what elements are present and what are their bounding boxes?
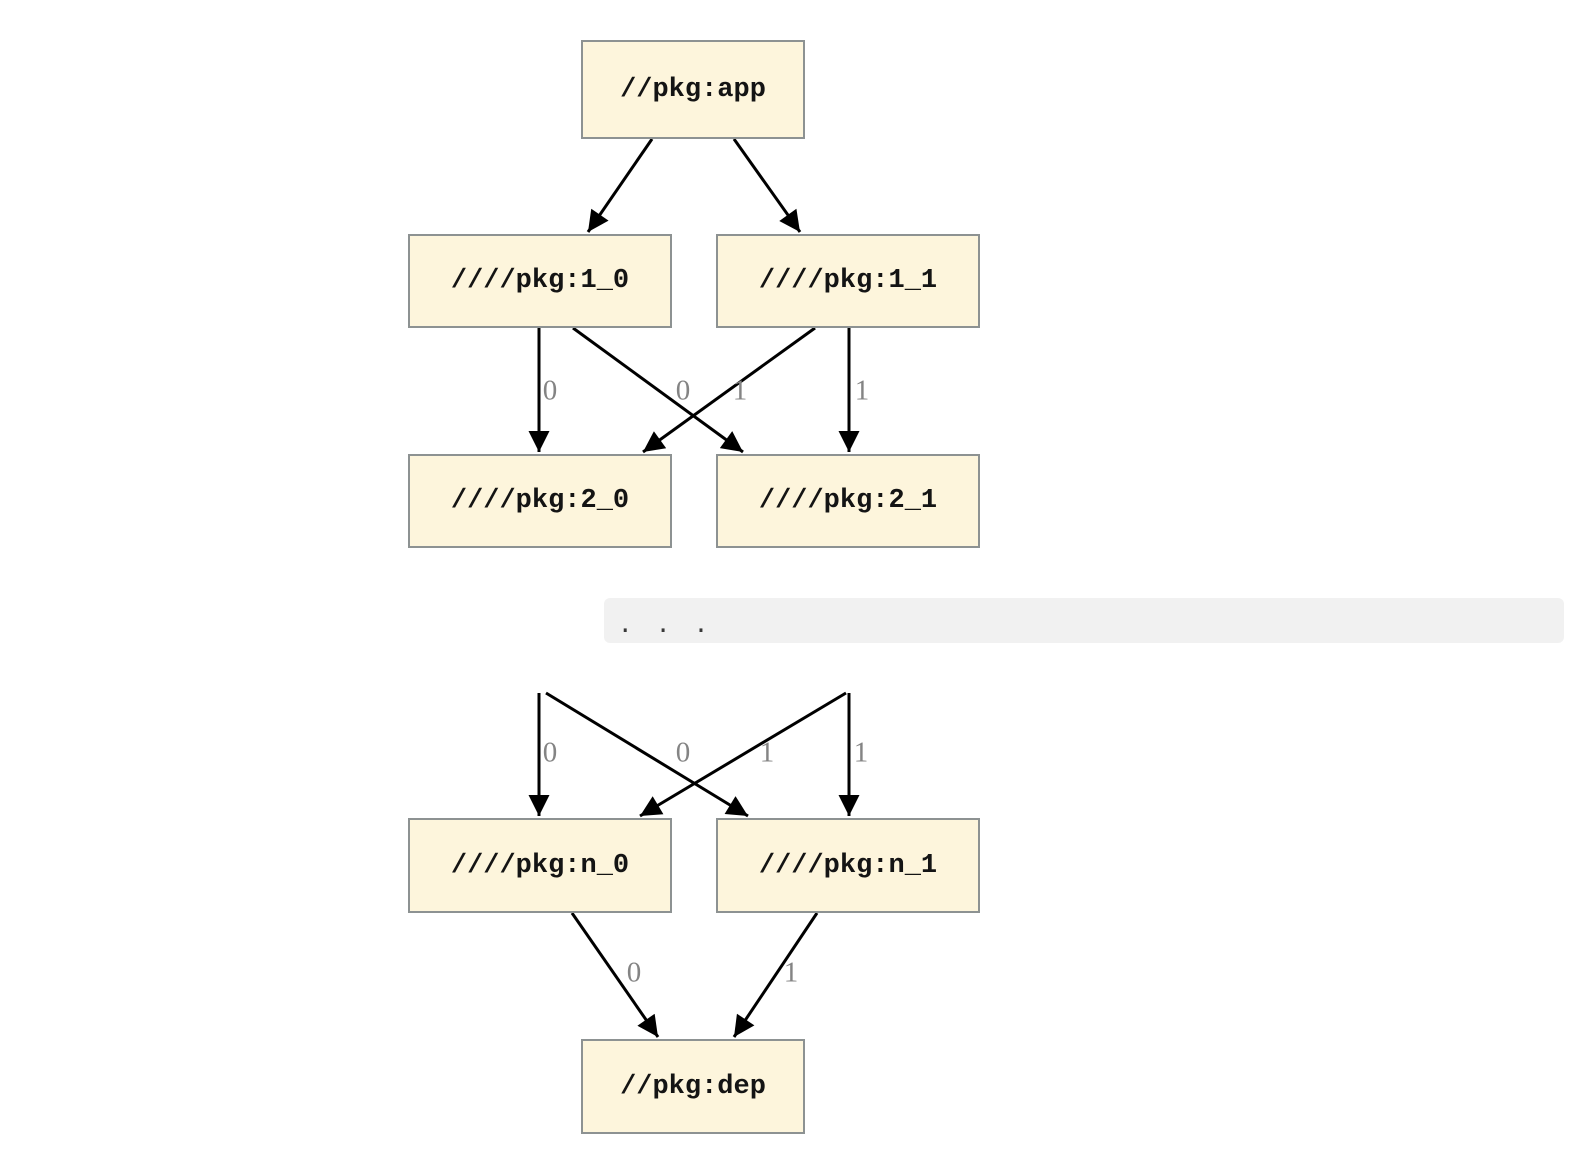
edge-label-n-0-to-dep: 0	[626, 956, 642, 989]
edge-label-n-1-to-dep: 1	[783, 956, 799, 989]
node-pkg-1-1-label: ////pkg:1_1	[758, 266, 938, 296]
edge-app-to-1-0	[586, 138, 654, 233]
edge-label-1-0-to-2-1: 0	[675, 374, 691, 407]
node-pkg-2-1: ////pkg:2_1	[716, 454, 980, 548]
edge-label-right-to-n-0: 1	[759, 736, 775, 769]
edge-label-left-to-n-0: 0	[542, 736, 558, 769]
node-pkg-app-label: //pkg:app	[620, 74, 766, 105]
edge-label-1-1-to-2-1: 1	[854, 374, 870, 407]
node-pkg-1-0: ////pkg:1_0	[408, 234, 672, 328]
node-pkg-1-1: ////pkg:1_1	[716, 234, 980, 328]
edge-label-right-to-n-1: 1	[853, 736, 869, 769]
ellipsis-bar: . . .	[604, 598, 1564, 643]
node-pkg-n-0: ////pkg:n_0	[408, 818, 672, 913]
edge-n-0-to-dep	[570, 912, 660, 1038]
edge-label-1-0-to-2-0: 0	[542, 374, 558, 407]
node-pkg-n-1-label: ////pkg:n_1	[758, 850, 938, 881]
edge-ellipsis-right-to-n-0	[639, 691, 847, 818]
node-pkg-n-0-label: ////pkg:n_0	[450, 850, 630, 881]
node-pkg-2-0-label: ////pkg:2_0	[450, 486, 630, 516]
node-pkg-dep: //pkg:dep	[581, 1039, 805, 1134]
edge-n-1-to-dep	[732, 912, 819, 1038]
node-pkg-app: //pkg:app	[581, 40, 805, 139]
node-pkg-n-1: ////pkg:n_1	[716, 818, 980, 913]
node-pkg-dep-label: //pkg:dep	[620, 1071, 766, 1102]
edge-label-1-1-to-2-0: 1	[732, 374, 748, 407]
edge-1-0-to-2-1	[572, 326, 744, 454]
ellipsis-text: . . .	[618, 610, 709, 638]
edge-ellipsis-left-to-n-1	[545, 691, 749, 818]
edge-app-to-1-1	[732, 138, 802, 233]
node-pkg-2-1-label: ////pkg:2_1	[758, 486, 938, 516]
node-pkg-2-0: ////pkg:2_0	[408, 454, 672, 548]
edge-label-left-to-n-1: 0	[675, 736, 691, 769]
edge-1-1-to-2-0	[642, 326, 816, 454]
node-pkg-1-0-label: ////pkg:1_0	[450, 266, 630, 296]
